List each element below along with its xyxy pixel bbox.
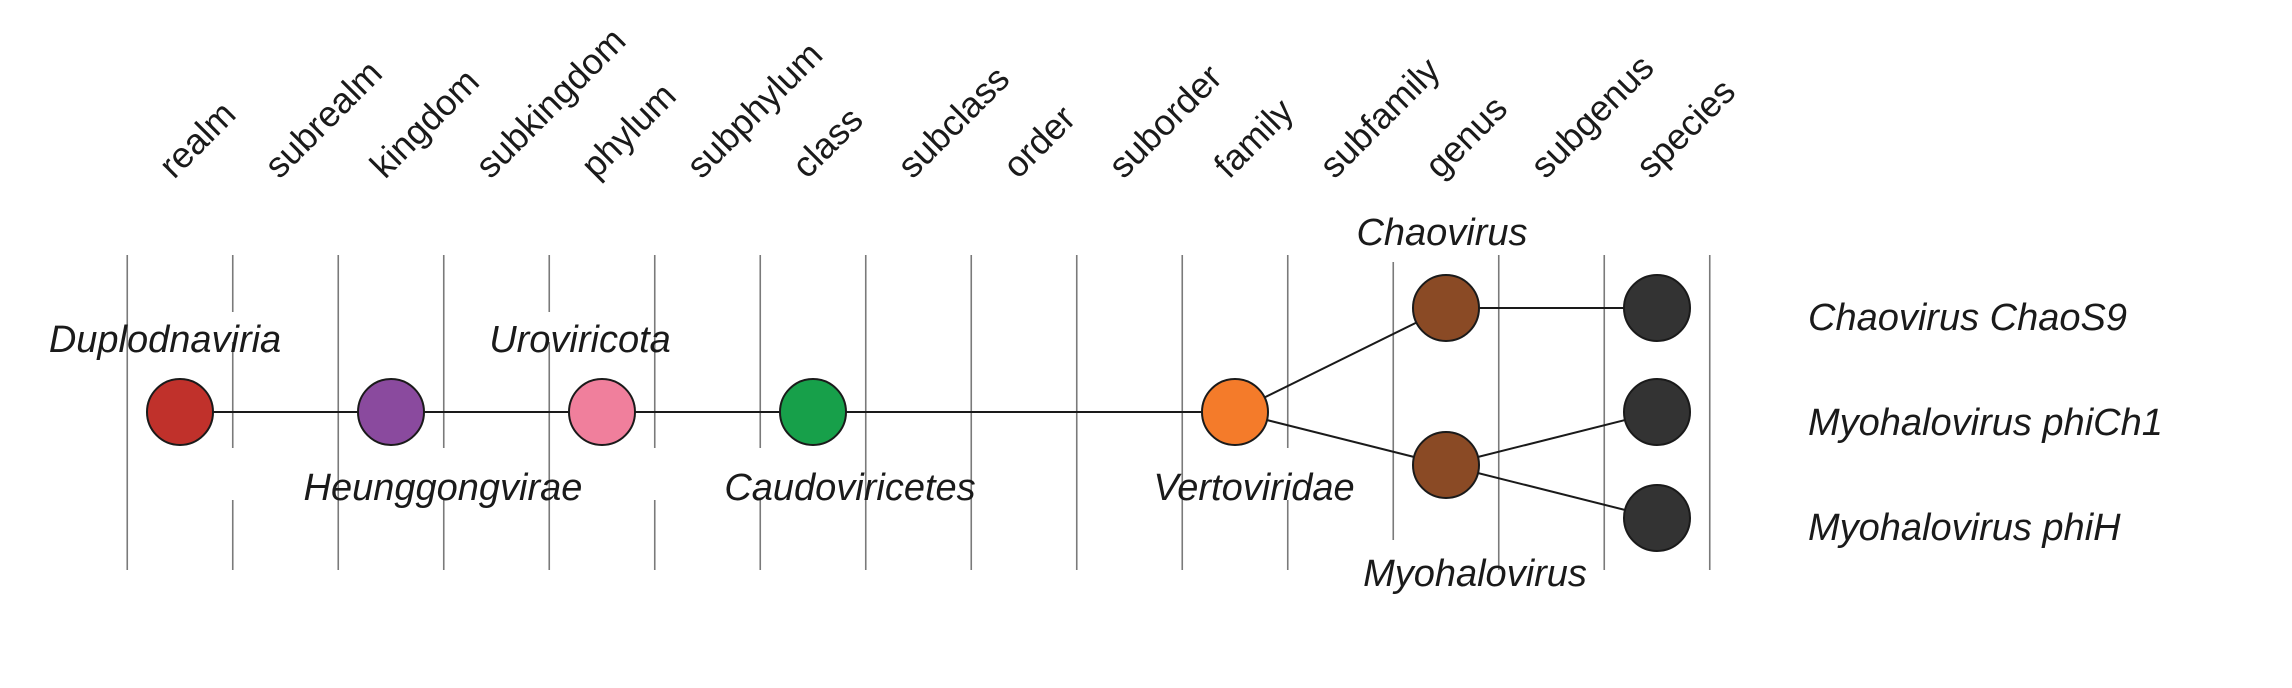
edge-myohalovirus-phih [1445, 464, 1658, 519]
node-chaovirus [1412, 274, 1480, 342]
rank-label-suborder: suborder [1100, 56, 1229, 185]
node-vertoviridae [1201, 378, 1269, 446]
rank-label-subclass: subclass [889, 58, 1017, 186]
label-phich1: Myohalovirus phiCh1 [1808, 402, 2163, 444]
tree-edges [180, 307, 1658, 519]
label-phih: Myohalovirus phiH [1808, 507, 2121, 549]
rank-label-class: class [784, 99, 871, 186]
rank-label-family: family [1206, 90, 1301, 185]
node-phih [1623, 484, 1691, 552]
label-chaovirus: Chaovirus [1356, 212, 1527, 254]
node-duplodnaviria [146, 378, 214, 446]
label-chaos9: Chaovirus ChaoS9 [1808, 297, 2127, 339]
edge-myohalovirus-phich1 [1445, 411, 1658, 466]
label-myohalovirus: Myohalovirus [1363, 553, 1587, 595]
node-heunggongvirae [357, 378, 425, 446]
label-heunggongvirae: Heunggongvirae [304, 467, 583, 509]
edge-vertoviridae-chaovirus [1234, 307, 1447, 413]
label-uroviricota: Uroviricota [489, 319, 671, 361]
rank-label-genus: genus [1417, 87, 1515, 185]
edge-vertoviridae-myohalovirus [1234, 411, 1447, 466]
node-uroviricota [568, 378, 636, 446]
label-duplodnaviria: Duplodnaviria [49, 319, 281, 361]
node-phich1 [1623, 378, 1691, 446]
label-vertoviridae: Vertoviridae [1153, 467, 1354, 509]
node-myohalovirus [1412, 431, 1480, 499]
node-chaos9 [1623, 274, 1691, 342]
tree-nodes [146, 274, 1691, 552]
rank-label-realm: realm [151, 93, 244, 186]
node-caudoviricetes [779, 378, 847, 446]
label-caudoviricetes: Caudoviricetes [724, 467, 975, 509]
rank-label-order: order [995, 97, 1083, 185]
